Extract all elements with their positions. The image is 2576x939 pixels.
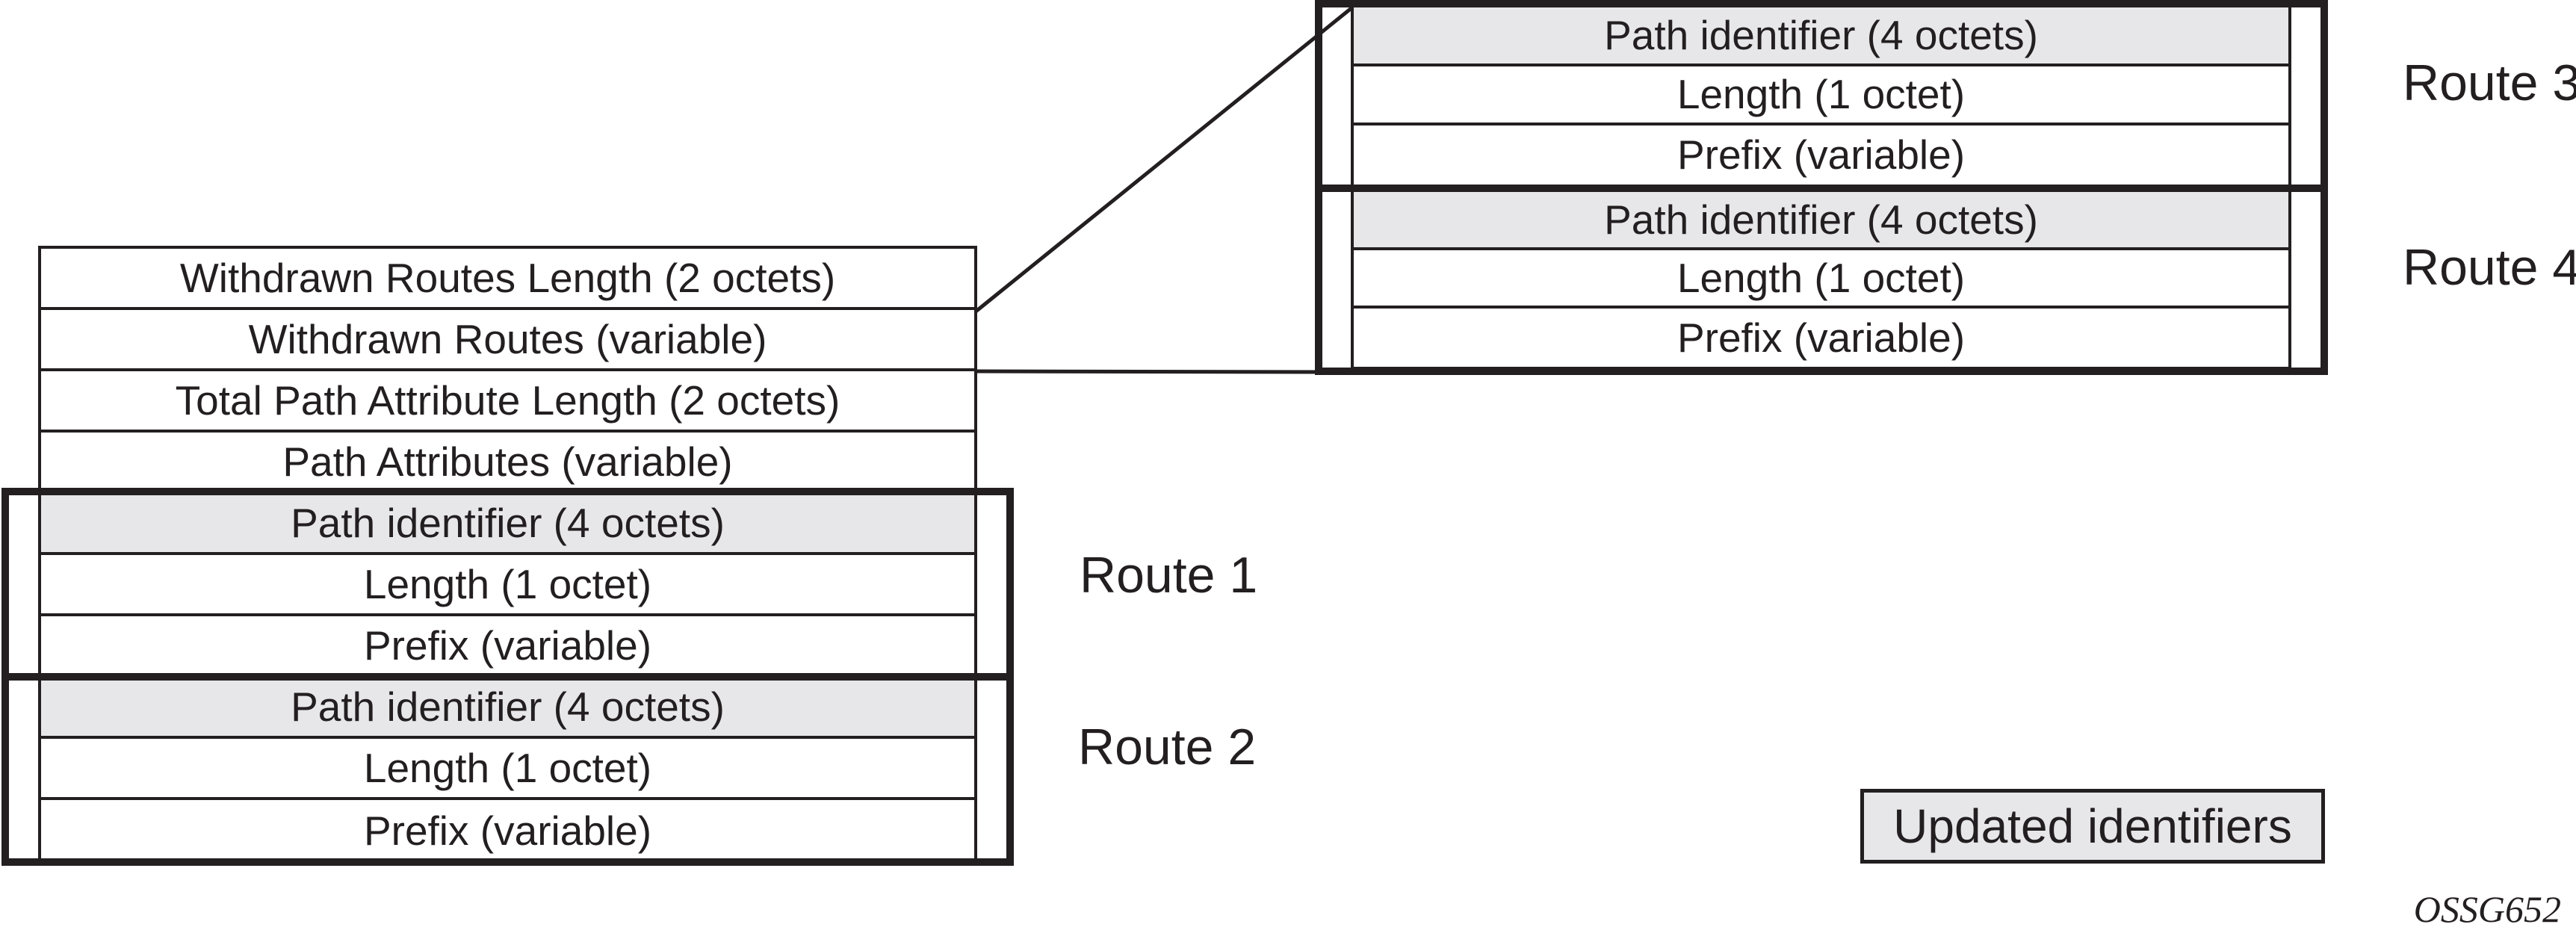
- field-row-route2-length: Length (1 octet): [41, 739, 974, 800]
- field-row-route3-length: Length (1 octet): [1354, 66, 2288, 125]
- field-row-route4-prefix: Prefix (variable): [1354, 309, 2288, 367]
- field-row-withdrawn-routes-length: Withdrawn Routes Length (2 octets): [41, 249, 974, 310]
- route4-label: Route 4: [2403, 239, 2576, 296]
- route4-detail-table: Path identifier (4 octets) Length (1 oct…: [1351, 189, 2291, 370]
- connector-line-diagonal: [974, 6, 1354, 313]
- field-row-route3-prefix: Prefix (variable): [1354, 125, 2288, 185]
- field-row-route3-path-identifier: Path identifier (4 octets): [1354, 7, 2288, 66]
- update-message-table: Withdrawn Routes Length (2 octets) Withd…: [38, 246, 977, 864]
- connector-line-horizontal: [975, 369, 1320, 374]
- route3-label: Route 3: [2403, 55, 2576, 111]
- field-row-route4-path-identifier: Path identifier (4 octets): [1354, 192, 2288, 250]
- figure-id: OSSG652: [2413, 888, 2561, 930]
- route1-label: Route 1: [1080, 547, 1258, 604]
- field-row-route1-prefix: Prefix (variable): [41, 616, 974, 678]
- field-row-total-path-attribute-length: Total Path Attribute Length (2 octets): [41, 371, 974, 433]
- field-row-path-attributes: Path Attributes (variable): [41, 433, 974, 494]
- field-row-withdrawn-routes: Withdrawn Routes (variable): [41, 310, 974, 371]
- field-row-route2-prefix: Prefix (variable): [41, 800, 974, 861]
- field-row-route4-length: Length (1 octet): [1354, 250, 2288, 309]
- field-row-route2-path-identifier: Path identifier (4 octets): [41, 678, 974, 739]
- field-row-route1-path-identifier: Path identifier (4 octets): [41, 494, 974, 555]
- route2-label: Route 2: [1078, 719, 1257, 775]
- updated-identifiers-legend: Updated identifiers: [1860, 789, 2325, 864]
- field-row-route1-length: Length (1 octet): [41, 555, 974, 616]
- route3-detail-table: Path identifier (4 octets) Length (1 oct…: [1351, 4, 2291, 188]
